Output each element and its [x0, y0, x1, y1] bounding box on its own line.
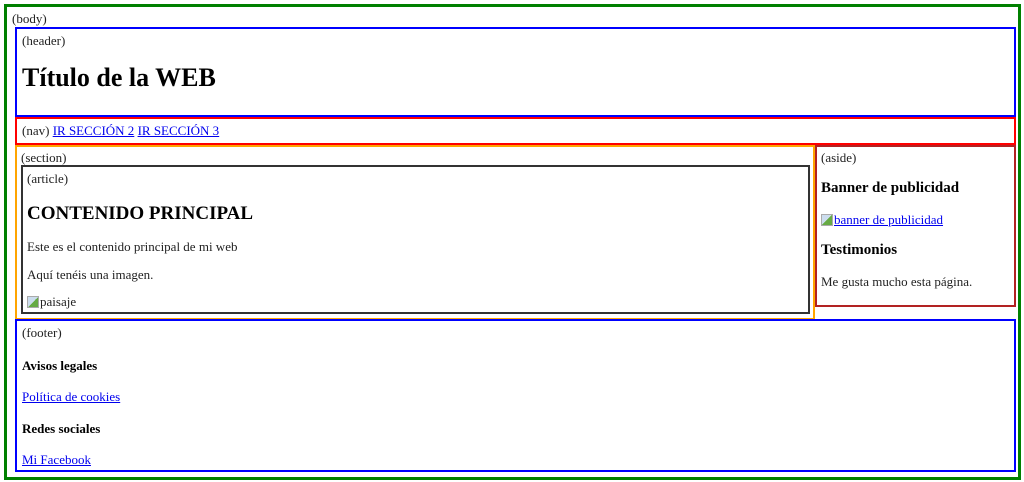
section: (section) (article) CONTENIDO PRINCIPAL … [15, 145, 815, 320]
body-container: (body) (header) Título de la WEB (nav) I… [4, 4, 1021, 480]
article-paragraph: Aquí tenéis una imagen. [27, 267, 154, 282]
social-heading: Redes sociales [22, 421, 101, 436]
article-heading: CONTENIDO PRINCIPAL [27, 203, 254, 224]
testimonials-heading: Testimonios [821, 242, 898, 258]
header-label: (header) [22, 33, 66, 48]
paisaje-image: paisaje [27, 294, 76, 310]
broken-image-icon [27, 296, 39, 308]
banner-link[interactable]: banner de publicidad [821, 212, 943, 228]
cookies-policy-link[interactable]: Política de cookies [22, 389, 121, 404]
footer: (footer) Avisos legales Política de cook… [15, 319, 1016, 472]
banner-alt-text: banner de publicidad [834, 212, 944, 227]
header: (header) Título de la WEB [15, 27, 1016, 117]
page-title: Título de la WEB [22, 63, 216, 92]
nav-bar: (nav) IR SECCIÓN 2 IR SECCIÓN 3 [15, 117, 1016, 145]
aside-label: (aside) [821, 150, 857, 165]
footer-label: (footer) [22, 325, 62, 340]
image-alt-text: paisaje [40, 294, 77, 309]
testimonial-text: Me gusta mucho esta página. [821, 274, 973, 289]
article: (article) CONTENIDO PRINCIPAL Este es el… [21, 165, 810, 314]
nav-label: (nav) [22, 123, 50, 138]
section-label: (section) [21, 150, 67, 165]
facebook-link[interactable]: Mi Facebook [22, 452, 91, 467]
legal-heading: Avisos legales [22, 358, 98, 373]
body-label: (body) [12, 11, 47, 26]
nav-link-seccion-2[interactable]: IR SECCIÓN 2 [52, 123, 135, 138]
broken-image-icon [821, 214, 833, 226]
banner-heading: Banner de publicidad [821, 180, 960, 196]
article-paragraph: Este es el contenido principal de mi web [27, 239, 238, 254]
article-label: (article) [27, 171, 69, 186]
nav-link-seccion-3[interactable]: IR SECCIÓN 3 [137, 123, 220, 138]
aside: (aside) Banner de publicidad banner de p… [815, 145, 1016, 307]
